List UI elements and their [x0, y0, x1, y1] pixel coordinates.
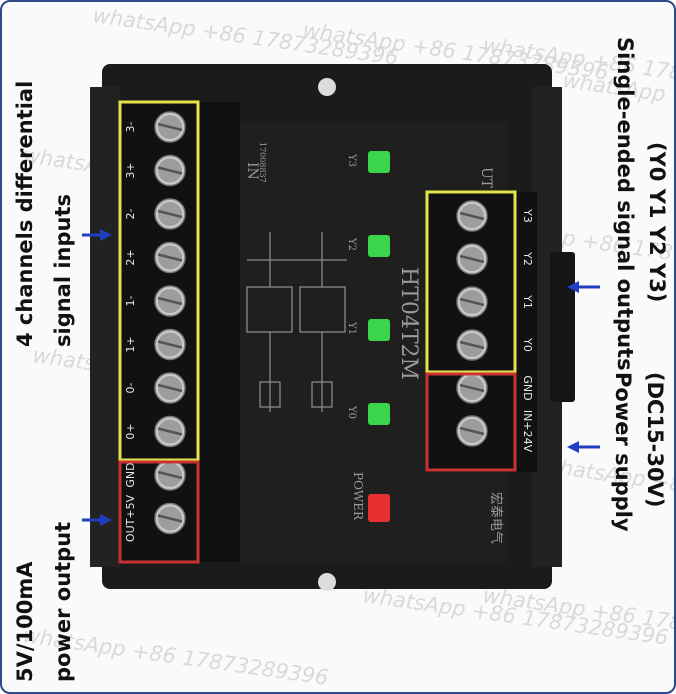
annotation-arrows: [82, 229, 600, 526]
left-terminal-label: 1+: [124, 336, 137, 352]
left-terminal-label: GND: [124, 462, 137, 487]
power-supply-red-frame: [425, 372, 517, 472]
left-terminal-label: OUT+5V: [124, 494, 137, 542]
status-led: [368, 151, 390, 173]
mount-hole-top: [318, 78, 336, 96]
right-terminal-screw: [456, 372, 488, 404]
power-output-annotation-line2: power output: [51, 522, 75, 682]
power-output-red-frame: [118, 460, 200, 564]
status-led: [368, 319, 390, 341]
inputs-annotation-line1: 4 channels differential: [13, 81, 37, 347]
schematic-print: [246, 232, 347, 412]
mount-hole-bottom: [318, 573, 336, 591]
status-led: [368, 235, 390, 257]
input-yellow-frame: [118, 100, 200, 462]
outputs-annotation-line1: Single-ended signal outputs: [613, 37, 637, 371]
right-terminal-label: IN+24V: [521, 410, 534, 453]
power-output-annotation-line1: 5V/100mA: [13, 561, 37, 682]
right-terminal-label: GND: [521, 375, 534, 400]
power-supply-annotation-line2: (DC15-30V): [643, 372, 667, 507]
left-terminal-screw: [154, 241, 186, 274]
led-label: Y3: [346, 153, 357, 167]
left-terminal-screw: [154, 198, 186, 230]
din-clip: [550, 252, 575, 402]
left-terminal-screw: [154, 372, 186, 404]
left-terminal-screw: [154, 502, 186, 535]
left-terminal-label: 2+: [124, 249, 137, 265]
right-terminal-label: Y0: [521, 337, 534, 352]
board-in-label: IN: [244, 162, 260, 180]
board-out-label: UT: [478, 167, 494, 189]
outputs-annotation-line2: (Y0 Y1 Y2 Y3): [645, 142, 669, 302]
left-terminal-label: 1-: [124, 295, 137, 306]
status-led: [368, 403, 390, 425]
right-terminal-screw: [456, 415, 488, 447]
led-label: Y0: [346, 405, 357, 419]
left-terminal-label: 0-: [124, 382, 137, 393]
model-label: HT04T2M: [396, 267, 421, 380]
power-supply-annotation-line1: Power supply: [611, 372, 635, 532]
right-terminal-screw: [456, 243, 488, 275]
right-terminal-label: Y1: [521, 294, 534, 309]
left-terminal-screw: [154, 111, 186, 143]
right-terminal-screw: [456, 200, 488, 232]
right-terminal-screw: [456, 329, 488, 361]
serial-number: 17008837: [258, 142, 267, 183]
left-terminal-screw: [154, 285, 186, 317]
right-terminal-label: Y3: [521, 208, 534, 223]
power-label: POWER: [351, 472, 365, 521]
output-yellow-frame: [425, 190, 517, 374]
power-led: [368, 494, 390, 522]
right-terminal-screw: [456, 286, 488, 318]
housing-left-rail: [90, 87, 120, 567]
brand-label: 宏泰电气: [488, 492, 504, 544]
left-terminal-screw: [154, 459, 186, 491]
left-terminal-screw: [154, 328, 186, 361]
left-terminal-label: 3-: [124, 121, 137, 132]
left-terminal-label: 2-: [124, 208, 137, 219]
left-terminals: 3- 3+ 2- 2+ 1- 1+ 0- 0+ GND OUT+5V: [124, 111, 186, 542]
led-label: Y1: [346, 321, 357, 335]
led-label: Y2: [346, 237, 357, 251]
left-terminal-label: 3+: [124, 162, 137, 178]
left-terminal-screw: [154, 415, 186, 448]
inputs-annotation-line2: signal inputs: [51, 194, 75, 347]
left-terminal-label: 0+: [124, 423, 137, 439]
right-terminal-label: Y2: [521, 251, 534, 266]
left-terminal-screw: [154, 154, 186, 187]
